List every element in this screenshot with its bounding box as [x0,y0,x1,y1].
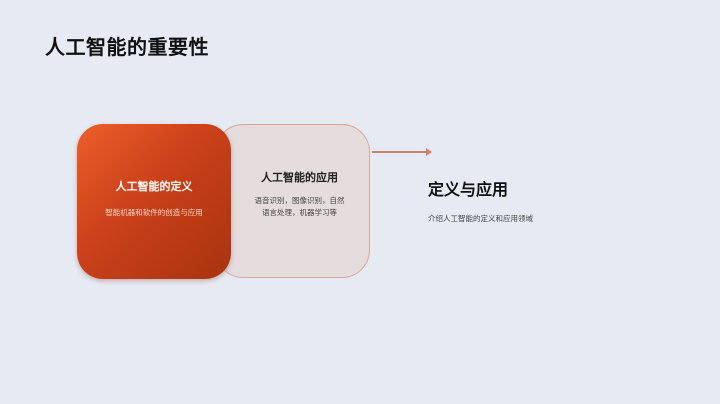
card-title: 人工智能的定义 [115,179,193,193]
card-description: 语音识别，图像识别，自然语言处理，机器学习等 [254,196,345,217]
slide-title: 人工智能的重要性 [45,35,209,59]
card-description: 智能机器和软件的创造与应用 [105,207,203,217]
card-ai-applications: 人工智能的应用 语音识别，图像识别，自然语言处理，机器学习等 [215,124,370,278]
side-title: 定义与应用 [428,180,509,199]
side-description: 介绍人工智能的定义和应用领域 [428,214,533,223]
arrow-right-icon [372,148,432,156]
card-ai-definition: 人工智能的定义 智能机器和软件的创造与应用 [77,124,231,279]
card-title: 人工智能的应用 [261,171,338,184]
